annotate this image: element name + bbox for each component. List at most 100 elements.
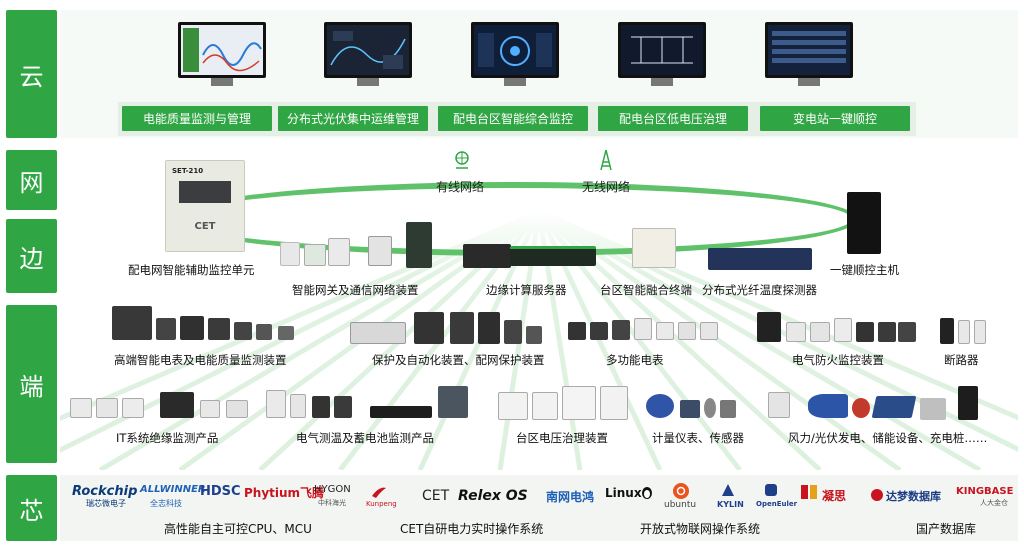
layer-cloud: 云 — [6, 10, 57, 138]
terminal-label: 计量仪表、传感器 — [652, 431, 744, 445]
edge-label-monitor-unit: 配电网智能辅助监控单元 — [128, 263, 255, 277]
terminal-device — [646, 394, 674, 418]
panel-model: SET-210 — [172, 167, 204, 175]
terminal-device — [590, 322, 608, 340]
terminal-device — [156, 318, 176, 340]
terminal-label: 风力/光伏发电、储能设备、充电桩…… — [788, 431, 988, 445]
dameng-circle-icon — [871, 489, 883, 501]
cloud-app-label: 配电台区低电压治理 — [598, 106, 748, 131]
kunpeng-bird-icon — [372, 487, 386, 498]
logo-hygon-sub: 中科海光 — [318, 499, 346, 507]
terminal-device — [898, 322, 916, 342]
terminal-device — [634, 318, 652, 340]
edge-label-fiber-sensor: 分布式光纤温度探测器 — [702, 283, 817, 297]
terminal-device — [96, 398, 118, 418]
terminal-device — [200, 400, 220, 418]
logo-kingbase-sub: 人大金仓 — [980, 499, 1008, 507]
globe-network-icon — [455, 151, 469, 169]
chip-caption: CET自研电力实时操作系统 — [400, 522, 544, 536]
monitor-stand — [504, 78, 526, 86]
wireless-network-label: 无线网络 — [582, 180, 631, 194]
monitor-screen — [324, 22, 412, 78]
terminal-label: 电气防火监控装置 — [792, 353, 884, 367]
terminal-device — [70, 398, 92, 418]
monitor-app-1 — [178, 22, 266, 86]
terminal-device — [180, 316, 204, 340]
logo-allwinner: ALLWINNER — [140, 484, 206, 495]
terminal-device — [612, 320, 630, 340]
monitor-stand — [798, 78, 820, 86]
edge-label-server: 边缘计算服务器 — [486, 283, 567, 297]
monitor-app-3 — [471, 22, 559, 86]
monitor-screen — [178, 22, 266, 78]
edge-label-gateway: 智能网关及通信网络装置 — [292, 283, 419, 297]
logo-linx: 凝思 — [822, 489, 847, 503]
logo-rockchip: Rockchip — [72, 484, 138, 499]
terminal-device — [680, 400, 700, 418]
gateway-device — [304, 244, 326, 266]
logo-ubuntu: ubuntu — [664, 500, 697, 510]
logo-cet: CET — [422, 488, 450, 504]
terminal-label: 高端智能电表及电能质量监测装置 — [114, 353, 287, 367]
monitor-app-2 — [324, 22, 412, 86]
logo-rockchip-sub: 瑞芯微电子 — [86, 499, 126, 508]
ubuntu-circle-icon — [673, 483, 689, 499]
terminal-label: 台区电压治理装置 — [516, 431, 608, 445]
logo-kylin: KYLIN — [717, 500, 744, 509]
logo-dameng: 达梦数据库 — [886, 490, 941, 503]
terminal-device — [278, 326, 294, 340]
terminal-label: 电气测温及蓄电池监测产品 — [296, 431, 434, 445]
layer-network: 网 — [6, 150, 57, 210]
chip-zone — [60, 475, 1018, 541]
edge-label-fusion-terminal: 台区智能融合终端 — [600, 283, 692, 297]
terminal-device — [290, 394, 306, 418]
logo-kingbase: KINGBASE — [956, 486, 1014, 497]
terminal-device — [871, 396, 917, 418]
monitor-screen — [618, 22, 706, 78]
monitor-stand — [211, 78, 233, 86]
chip-caption: 国产数据库 — [916, 522, 977, 536]
terminal-device — [122, 398, 144, 418]
terminal-label: 保护及自动化装置、配网保护装置 — [372, 353, 545, 367]
terminal-device — [160, 392, 194, 418]
edge-server — [510, 246, 596, 266]
monitor-screen — [471, 22, 559, 78]
logo-openeuler: OpenEuler — [756, 500, 798, 508]
circuit-breaker — [940, 318, 954, 344]
monitor-unit-cabinet: SET-210 CET — [165, 160, 245, 252]
terminal-device — [526, 326, 542, 344]
gateway-device — [328, 238, 350, 266]
terminal-device — [720, 400, 736, 418]
chip-caption: 开放式物联网操作系统 — [640, 522, 761, 536]
monitor-screen — [765, 22, 853, 78]
terminal-device — [256, 324, 272, 340]
network-switch — [406, 222, 432, 268]
terminal-device — [370, 406, 432, 418]
terminal-device — [350, 322, 406, 344]
cloud-app-label: 分布式光伏集中运维管理 — [278, 106, 428, 131]
wired-network-label: 有线网络 — [436, 180, 485, 194]
terminal-device — [852, 398, 870, 418]
terminal-device — [786, 322, 806, 342]
monitor-stand — [651, 78, 673, 86]
terminal-device — [958, 386, 978, 420]
panel-brand: CET — [194, 221, 216, 232]
terminal-device — [562, 386, 596, 420]
logo-csg-os: 南网电鸿 — [546, 490, 595, 504]
terminal-device — [266, 390, 286, 418]
terminal-device — [856, 322, 874, 342]
logo-hdsc: HDSC — [200, 484, 241, 499]
layer-chip: 芯 — [6, 475, 57, 541]
terminal-device — [920, 398, 946, 420]
sequence-control-host — [847, 192, 881, 254]
logo-linux: Linux — [605, 486, 642, 500]
terminal-device — [757, 312, 781, 342]
chip-caption: 高性能自主可控CPU、MCU — [164, 522, 312, 536]
cloud-app-label: 配电台区智能综合监控 — [438, 106, 588, 131]
openeuler-mark-icon — [765, 484, 777, 496]
logo-allwinner-sub: 全志科技 — [150, 499, 182, 508]
fiber-temperature-detector — [708, 248, 812, 270]
layer-terminal: 端 — [6, 305, 57, 463]
terminal-device — [808, 394, 848, 418]
circuit-breaker — [958, 320, 970, 344]
